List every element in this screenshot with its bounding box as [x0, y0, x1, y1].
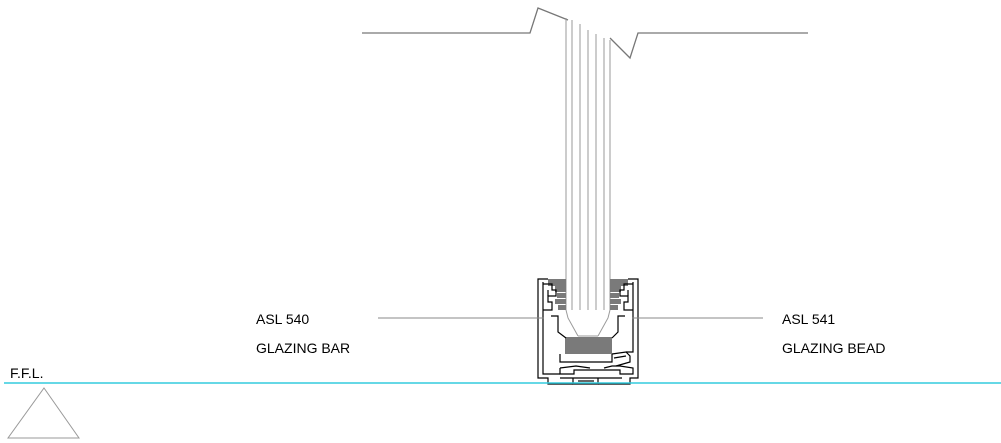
gasket-right: [610, 279, 628, 310]
label-left-name: GLAZING BAR: [256, 340, 350, 356]
floor-level-label: F.F.L.: [10, 365, 43, 381]
setting-block: [565, 337, 612, 354]
gasket-left: [548, 279, 566, 310]
label-right-code: ASL 541: [782, 311, 835, 327]
glass-panes: [565, 18, 611, 337]
break-line: [362, 7, 808, 60]
label-left-code: ASL 540: [256, 311, 309, 327]
break-line-left: [362, 7, 569, 34]
datum-triangle-icon: [7, 387, 80, 439]
label-right-name: GLAZING BEAD: [782, 340, 885, 356]
aluminium-profile: [537, 278, 639, 385]
break-line-right: [609, 32, 808, 60]
